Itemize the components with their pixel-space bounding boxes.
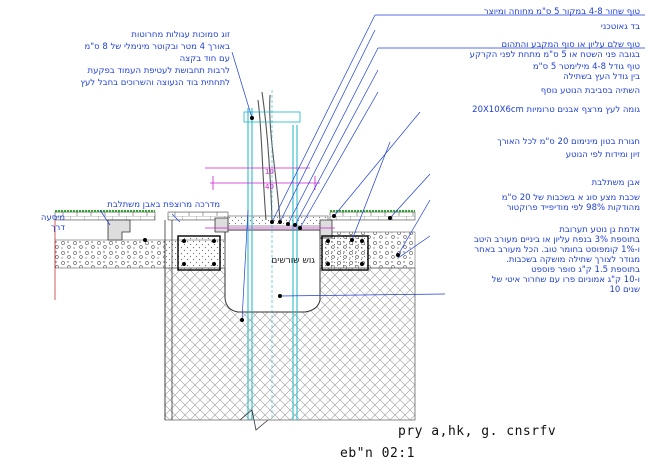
note-r14-3: ו-1% קומפוסט בחומר טוב. הכל מעורב באחר xyxy=(474,245,640,255)
note-r8: גומה לעץ מרצף אבנים טרומיות 20X10X6cm xyxy=(472,105,640,115)
note-r3: טוף שלם עליון או סוף המקבע והתהום xyxy=(501,40,640,50)
dim-label-1: 10 xyxy=(265,168,274,176)
leader-lines xyxy=(99,14,645,321)
note-r7: השתיה בסביבת הנוטע נוסף xyxy=(540,86,640,96)
note-left-3: עם חוד בקצה xyxy=(179,54,230,64)
note-root-ball: גוש שורשים xyxy=(271,256,315,266)
note-r5: טוף גודל 4-8 מילימטר 5 ס"מ xyxy=(532,62,640,72)
gravel-layer-left xyxy=(54,239,166,269)
drawing-scale: eb"n 02:1 xyxy=(340,446,415,461)
note-kerb-sub: דרך xyxy=(50,223,65,233)
paving-right xyxy=(329,211,416,221)
kerb-mid xyxy=(214,217,229,233)
rebar-dots xyxy=(143,238,364,266)
note-r2: בד גאוטכני xyxy=(600,22,640,32)
note-r14-5: בתוספת 1.5 ק"ג סופר פוספט xyxy=(531,265,640,275)
root-ball-outline xyxy=(224,229,321,313)
note-r1: טוף שחור 4-8 במקור 5 ס"מ מחוחה ומיוצר xyxy=(483,7,640,17)
note-left-pave: מדרכה מרוצפת באבן משתלבת xyxy=(107,200,220,210)
leader-end-dots xyxy=(240,116,400,322)
note-r13: מהודקות 98% לפי מודיפייד פרוקטור xyxy=(506,203,640,213)
note-kerb: מיסעה xyxy=(40,213,65,223)
kerb-left xyxy=(107,219,131,241)
paving-left xyxy=(54,211,156,221)
note-r11: אבן משתלבת xyxy=(591,178,640,188)
note-r14-6: ו-10 ק"ג אמוניום פרו עם שחרור איטי של xyxy=(491,275,640,285)
note-left-5: לתחתית בוד הנעוצה והשרוכים בחבל לעץ xyxy=(80,78,230,88)
note-left-4: לרבות תחבושת לעטיפת העמוד בפקעת xyxy=(87,66,230,76)
note-left-2: באורך 4 מטר ובקוטר מינימלי של 8 ס"מ xyxy=(84,42,230,52)
note-r9: חגורת בטון מינימום 20 ס"מ לכל האורך xyxy=(497,137,640,147)
note-left-1: זוג סמוכות עגולות מחרוטות xyxy=(131,30,230,40)
note-r14-2: בתוספת 3% בנפח עליון או ביניים מעורב היט… xyxy=(473,235,640,245)
note-r4: בגובה פני השטח או 5 ס"מ מתחת לפני הקרקע xyxy=(469,50,640,60)
note-r10: זיון ומידות לפי הנוטע xyxy=(565,150,640,160)
dim-label-2: 40 xyxy=(265,183,274,191)
tree-trunk xyxy=(257,91,281,221)
note-r14-4: מגודר לצורך שתילה מושקה בשכבות. xyxy=(506,255,640,265)
mulch-top xyxy=(227,215,329,227)
note-r6: בין גודל העץ בשתילה xyxy=(563,72,640,82)
note-r12: שכבת מצע סוג א בשכבות של 20 ס"מ xyxy=(501,193,640,203)
break-line xyxy=(239,409,269,431)
note-r14-7: שנים 10 xyxy=(609,285,641,295)
note-r14-1: אדמת גן נוטע תערובת xyxy=(559,225,640,235)
drawing-title: pry a,hk, g. cnsrfv xyxy=(398,424,557,439)
